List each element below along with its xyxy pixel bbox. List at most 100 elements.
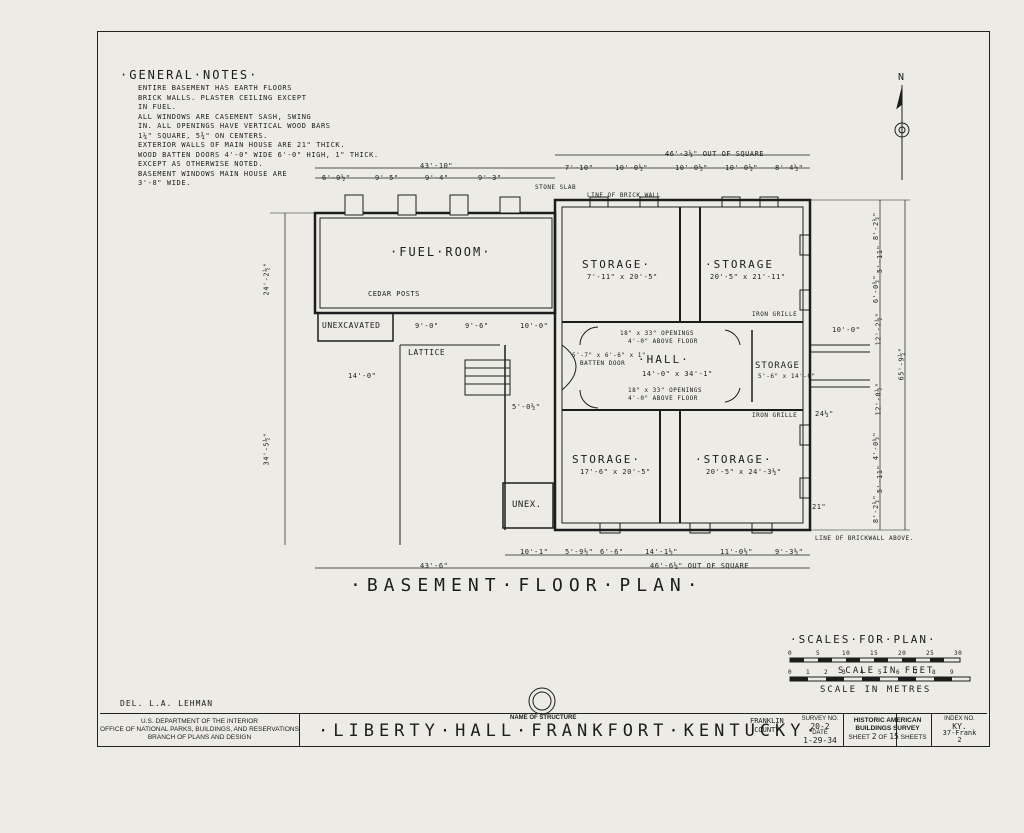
dim-bottom-segment: 6'-6" — [600, 548, 624, 556]
dim-misc: 21" — [812, 503, 827, 511]
of-word: OF — [878, 734, 888, 741]
scales-title: ·SCALES·FOR·PLAN· — [790, 633, 937, 646]
unexcavated-label: UNEXCAVATED — [322, 321, 381, 330]
dim-top-segment: 10'-0½" — [675, 164, 709, 172]
dim-bottom-segment: 14'-1½" — [645, 548, 679, 556]
county-line: FRANKLIN — [750, 717, 784, 725]
scale-metres-tick: 9 — [950, 669, 955, 676]
scale-metres-tick: 5 — [878, 669, 883, 676]
name-caption: NAME OF STRUCTURE — [510, 715, 577, 721]
agency-cell: U.S. DEPARTMENT OF THE INTERIOR OFFICE O… — [100, 714, 300, 746]
dim-left-top: 24'-2½" — [262, 262, 271, 296]
openings-top-label-2: 4'-0" ABOVE FLOOR — [628, 338, 698, 345]
dim-top-segment: 8'-4½" — [775, 164, 804, 172]
scale-feet-tick: 20 — [898, 650, 907, 657]
dim-right-segment: 4'-0½" — [872, 431, 881, 461]
structure-name-cell: NAME OF STRUCTURE ·LIBERTY·HALL·FRANKFOR… — [300, 714, 897, 746]
sheet-word: SHEET — [848, 734, 870, 741]
scale-metres-tick: 8 — [932, 669, 937, 676]
scale-feet-label: SCALE IN FEET — [838, 666, 935, 676]
survey-caption: SURVEY NO. — [801, 716, 839, 722]
dim-step: 10'-0" — [832, 326, 861, 334]
general-notes-title: ·GENERAL·NOTES· — [120, 68, 259, 82]
survey-cell: SURVEY NO. 20-2 DATE 1-29-34 — [797, 714, 844, 746]
storage-e-dim: 5'-6" x 14'-0" — [758, 373, 816, 380]
structure-name: ·LIBERTY·HALL·FRANKFORT·KENTUCKY· — [318, 721, 821, 741]
index-cell: INDEX NO. KY. 37-Frank 2 — [932, 714, 987, 746]
dim-top-segment: 10'-0½" — [615, 164, 649, 172]
unexcavated-box — [317, 312, 394, 342]
dim-top-segment: 10'-0½" — [725, 164, 759, 172]
batten-door-label: 5'-7" x 6'-6" x 1" — [572, 352, 647, 359]
general-notes: ENTIRE BASEMENT HAS EARTH FLOORS BRICK W… — [138, 84, 398, 189]
agency-line: BRANCH OF PLANS AND DESIGN — [147, 734, 252, 741]
storage-sw-label: STORAGE· — [572, 453, 641, 466]
storage-nw-dim: 7'-11" x 20'-5" — [587, 273, 658, 281]
sheets-word: SHEETS — [900, 734, 927, 741]
index-number: 37-Frank — [942, 729, 977, 737]
survey-date: 1-29-34 — [803, 736, 837, 745]
sheets-total: 15 — [889, 732, 899, 741]
openings-bottom-label: 18" x 33" OPENINGS — [628, 387, 703, 394]
index-state: KY. — [952, 722, 967, 731]
north-label: N — [898, 72, 905, 83]
scale-metres-tick: 4 — [860, 669, 865, 676]
storage-nw-label: STORAGE· — [582, 258, 651, 271]
storage-e-label: STORAGE — [755, 361, 800, 371]
unex-box — [502, 482, 554, 529]
habs-cell: HISTORIC AMERICAN BUILDINGS SURVEY SHEET… — [844, 714, 932, 746]
sheet-number: 2 — [871, 732, 877, 741]
agency-line: OFFICE OF NATIONAL PARKS, BUILDINGS, AND… — [100, 726, 299, 733]
scale-feet-tick: 25 — [926, 650, 935, 657]
habs-line: HISTORIC AMERICAN — [853, 717, 922, 724]
agency-line: U.S. DEPARTMENT OF THE INTERIOR — [141, 718, 258, 725]
dim-left-bottom: 34'-5½" — [262, 432, 271, 466]
scale-feet-tick: 0 — [788, 650, 793, 657]
note-line: IN. ALL OPENINGS HAVE VERTICAL WOOD BARS — [138, 122, 331, 130]
fuel-room-outline — [313, 211, 557, 315]
note-line: BASEMENT WINDOWS MAIN HOUSE ARE — [138, 169, 288, 178]
dim-right-segment: 12'-2½" — [874, 312, 883, 346]
scale-feet-tick: 30 — [954, 650, 963, 657]
hall-label: ·HALL· — [638, 353, 690, 366]
scale-feet-tick: 10 — [842, 650, 851, 657]
scale-metres-tick: 7 — [914, 669, 919, 676]
batten-door-label-2: BATTEN DOOR — [580, 360, 626, 367]
dim-right-segment: 5'-11" — [876, 464, 885, 494]
dim-bottom-segment: 11'-0½" — [720, 548, 754, 556]
openings-bottom-label-2: 4'-0" ABOVE FLOOR — [628, 395, 698, 402]
dim-misc: 24½" — [815, 410, 834, 418]
dim-bottom-overall: 46'-6½" OUT OF SQUARE — [650, 562, 750, 570]
fuel-room-label: ·FUEL·ROOM· — [390, 245, 492, 259]
stair — [464, 359, 511, 396]
scale-feet-tick: 15 — [870, 650, 879, 657]
dim-right-segment: 12'-0½" — [874, 382, 883, 416]
sheet-border — [97, 31, 990, 747]
lattice-label: LATTICE — [408, 348, 446, 357]
dim-bottom-segment: 9'-3½" — [775, 548, 804, 556]
cedar-posts-label: CEDAR POSTS — [368, 290, 420, 298]
dim-fuel-segment: 6'-0½" — [322, 174, 351, 182]
dim-right-segment: 5'-11" — [876, 244, 885, 274]
line-brickwall-above-label: LINE OF BRICKWALL ABOVE. — [815, 535, 914, 542]
dim-bottom-left-overall: 43'-6" — [420, 562, 449, 570]
dim-top-segment: 7'-10" — [565, 164, 594, 172]
scale-metres-tick: 0 — [788, 669, 793, 676]
unex-label: UNEX. — [512, 500, 542, 510]
county: FRANKLIN COUNTY — [750, 717, 784, 735]
dim-top-left-overall: 43'-10" — [420, 162, 454, 170]
line-brick-wall-label: LINE OF BRICK WALL — [587, 192, 662, 199]
storage-ne-label: ·STORAGE — [705, 258, 774, 271]
dim-fuel-segment: 9'-4" — [425, 174, 449, 182]
habs-line: BUILDINGS SURVEY — [855, 725, 920, 732]
iron-grille-label-2: IRON GRILLE — [752, 412, 798, 419]
plan-title: ·BASEMENT·FLOOR·PLAN· — [350, 575, 704, 596]
county-line: COUNTY — [754, 726, 780, 734]
note-line: EXTERIOR WALLS OF MAIN HOUSE ARE 21" THI… — [138, 141, 346, 149]
hall-dim: 14'-0" x 34'-1" — [642, 370, 713, 378]
storage-se-dim: 20'-5" x 24'-3½" — [706, 468, 782, 476]
title-block: U.S. DEPARTMENT OF THE INTERIOR OFFICE O… — [100, 713, 987, 746]
index-caption: INDEX NO. — [944, 716, 975, 722]
